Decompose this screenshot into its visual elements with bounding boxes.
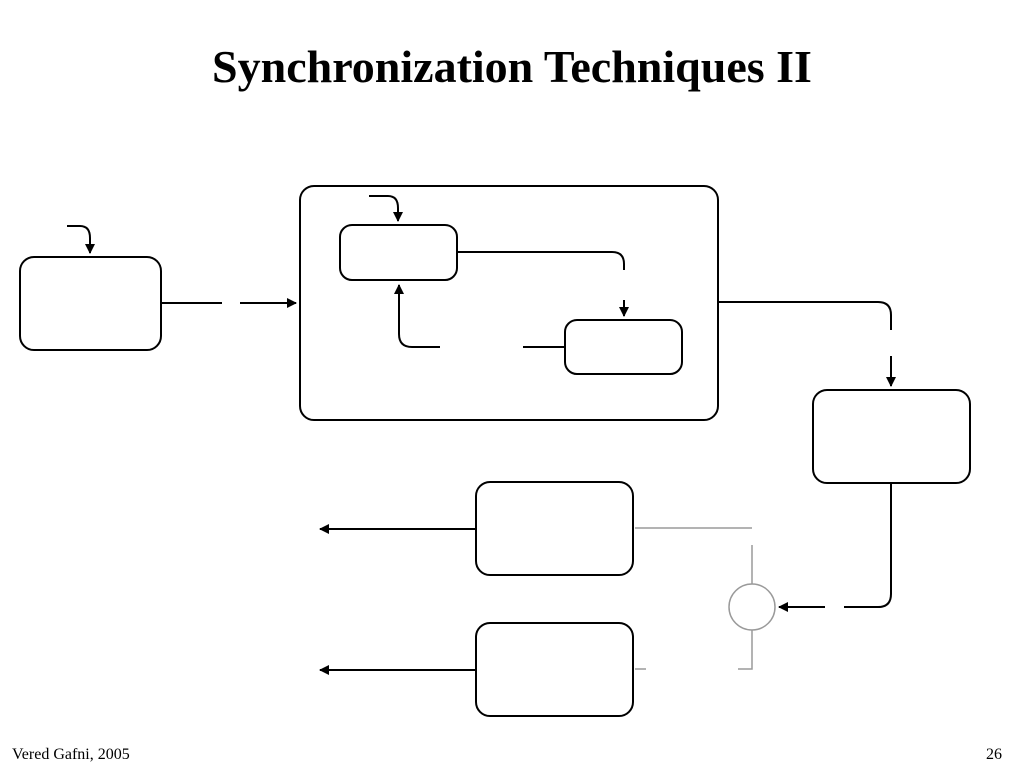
composite-state-box — [299, 185, 719, 421]
right-state-box — [812, 389, 971, 484]
inner-top-state-box — [339, 224, 458, 281]
slide-title: Synchronization Techniques II — [212, 41, 812, 92]
choice-junction — [728, 583, 776, 631]
right-to-junction-transition — [844, 484, 892, 608]
inner-return-transition — [394, 284, 440, 348]
inner-initial-arrow — [369, 195, 403, 222]
inner-bottom-state-box — [564, 319, 683, 375]
left-state-box — [19, 256, 162, 351]
inner-top-to-bottom-transition — [458, 251, 625, 270]
page-number: 26 — [986, 746, 1002, 763]
junction-upper-branch — [635, 527, 753, 584]
lower-state-box-2 — [475, 622, 634, 717]
lower-state-box-1 — [475, 481, 634, 576]
composite-to-right-transition — [719, 301, 892, 330]
junction-lower-branch — [635, 630, 753, 670]
footer-author: Vered Gafni, 2005 — [12, 746, 130, 763]
left-initial-arrow — [67, 225, 95, 254]
